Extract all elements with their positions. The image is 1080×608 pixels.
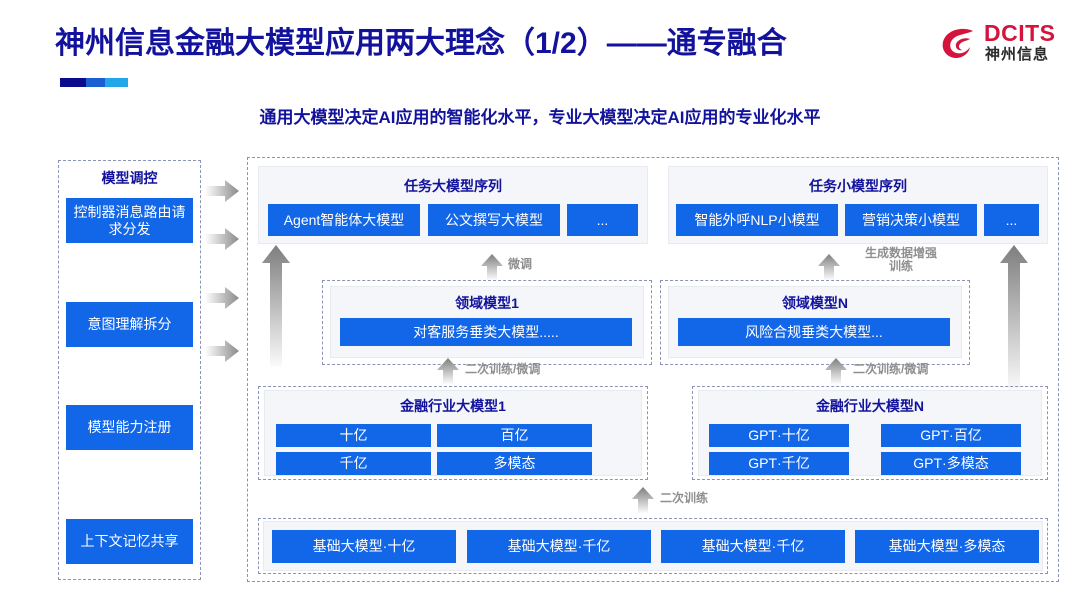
sidebar-item-router[interactable]: 控制器消息路由请求分发: [66, 198, 193, 243]
finance-box-right-3[interactable]: GPT·千亿: [709, 452, 849, 475]
task-box-more-left[interactable]: ...: [567, 204, 638, 236]
logo-wordmark: DCITS: [984, 20, 1056, 46]
sidebar-item-context-memory[interactable]: 上下文记忆共享: [66, 519, 193, 564]
finance-model-left-title: 金融行业大模型1: [400, 398, 506, 414]
finance-box-left-4[interactable]: 多模态: [437, 452, 592, 475]
title-underline: [60, 78, 128, 87]
finance-box-right-1[interactable]: GPT·十亿: [709, 424, 849, 447]
finance-box-left-2[interactable]: 百亿: [437, 424, 592, 447]
finance-box-left-1[interactable]: 十亿: [276, 424, 431, 447]
sidebar-container: [58, 160, 201, 580]
logo-wordmark-cn: 神州信息: [985, 46, 1050, 63]
page-subtitle: 通用大模型决定AI应用的智能化水平，专业大模型决定AI应用的专业化水平: [259, 108, 821, 127]
task-box-marketing[interactable]: 营销决策小模型: [845, 204, 977, 236]
arrow-up-icon-retrain-bottom: [632, 487, 654, 513]
base-box-3[interactable]: 基础大模型·千亿: [661, 530, 845, 563]
sidebar-item-intent[interactable]: 意图理解拆分: [66, 302, 193, 347]
arrow-up-icon-retrain-left: [437, 358, 459, 384]
base-box-4[interactable]: 基础大模型·多模态: [855, 530, 1039, 563]
arrow-label-retrain-finetune-left: 二次训练/微调: [465, 362, 541, 376]
arrow-up-icon-left-long: [262, 245, 290, 367]
task-large-model-title: 任务大模型序列: [404, 178, 502, 194]
arrow-label-data-augmentation: 生成数据增强 训练: [864, 246, 937, 274]
finance-box-right-2[interactable]: GPT·百亿: [881, 424, 1021, 447]
task-small-model-title: 任务小模型序列: [809, 178, 907, 194]
sidebar-item-registry[interactable]: 模型能力注册: [66, 405, 193, 450]
arrow-up-icon-data-aug: [818, 254, 840, 280]
logo-swirl-icon: [942, 28, 973, 58]
task-box-doc-writing[interactable]: 公文撰写大模型: [428, 204, 560, 236]
finance-model-right-container: [692, 386, 1048, 480]
domain-model-right-container: [660, 280, 970, 365]
base-model-container: [258, 518, 1048, 574]
base-box-1[interactable]: 基础大模型·十亿: [272, 530, 456, 563]
arrow-right-icon-4: [205, 340, 239, 362]
domain-box-customer-service[interactable]: 对客服务垂类大模型.....: [340, 318, 632, 346]
domain-model-right-title: 领域模型N: [781, 295, 849, 311]
arrow-label-retrain-finetune-right: 二次训练/微调: [853, 362, 929, 376]
task-box-more-right[interactable]: ...: [984, 204, 1039, 236]
finance-model-right-title: 金融行业大模型N: [815, 398, 925, 414]
domain-model-left-title: 领域模型1: [455, 295, 519, 311]
task-box-agent[interactable]: Agent智能体大模型: [268, 204, 420, 236]
arrow-up-icon-right-long: [1000, 245, 1028, 391]
domain-box-risk-compliance[interactable]: 风险合规垂类大模型...: [678, 318, 950, 346]
finance-box-right-4[interactable]: GPT·多模态: [881, 452, 1021, 475]
domain-model-left-container: [322, 280, 652, 365]
arrow-right-icon-1: [205, 180, 239, 202]
base-box-2[interactable]: 基础大模型·千亿: [467, 530, 651, 563]
page-title: 神州信息金融大模型应用两大理念（1/2）——通专融合: [55, 27, 787, 60]
architecture-container: [247, 157, 1059, 582]
task-box-nlp-outbound[interactable]: 智能外呼NLP小模型: [676, 204, 838, 236]
finance-model-left-container: [258, 386, 648, 480]
finance-box-left-3[interactable]: 千亿: [276, 452, 431, 475]
arrow-right-icon-2: [205, 228, 239, 250]
arrow-up-icon-retrain-right: [825, 358, 847, 384]
sidebar-title: 模型调控: [101, 170, 158, 186]
arrow-up-icon-finetune: [481, 254, 503, 280]
arrow-label-retrain: 二次训练: [660, 491, 709, 505]
arrow-label-finetune: 微调: [508, 257, 533, 271]
dcits-logo: DCITS 神州信息: [940, 20, 1062, 74]
arrow-right-icon-3: [205, 287, 239, 309]
